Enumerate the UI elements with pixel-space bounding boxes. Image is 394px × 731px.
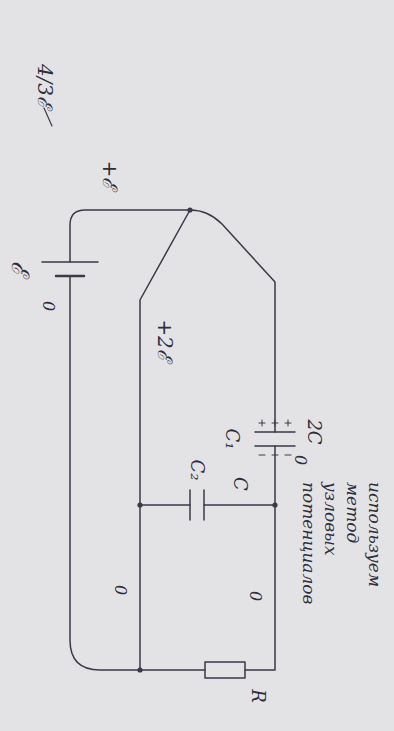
capacitor-plate [189, 490, 191, 520]
emf-label: ℰ [8, 261, 32, 275]
potential-label: 0 [112, 585, 128, 595]
capacitor-plate [255, 431, 295, 433]
resistor-symbol [205, 662, 245, 678]
potential-label: +ℰ [100, 161, 120, 190]
capacitor-label: C₁ [223, 429, 241, 450]
charge-sign [259, 420, 291, 426]
potential-label: +2ℰ [155, 319, 175, 360]
potential-label: 4/3ℰ [35, 64, 55, 108]
junction-dot [137, 667, 142, 672]
capacitor-label: 2C [305, 419, 323, 444]
capacitor-label: C [231, 477, 249, 491]
wire [245, 446, 275, 670]
resistor-label: R [249, 689, 267, 703]
junction-dot [272, 502, 277, 507]
potential-label: 0 [292, 455, 308, 465]
capacitor-label: C₂ [188, 460, 206, 481]
capacitor-plate [203, 490, 205, 520]
junction-dot [187, 207, 192, 212]
tick-mark [44, 108, 52, 126]
wire [140, 504, 275, 506]
wire [70, 276, 205, 670]
potential-label: 0 [247, 591, 263, 601]
junction-dot [137, 502, 142, 507]
potential-label: 0 [40, 301, 56, 311]
wire [70, 210, 275, 432]
wire [140, 210, 190, 670]
handwritten-note: используем метод узловых потенциалов [298, 482, 386, 604]
